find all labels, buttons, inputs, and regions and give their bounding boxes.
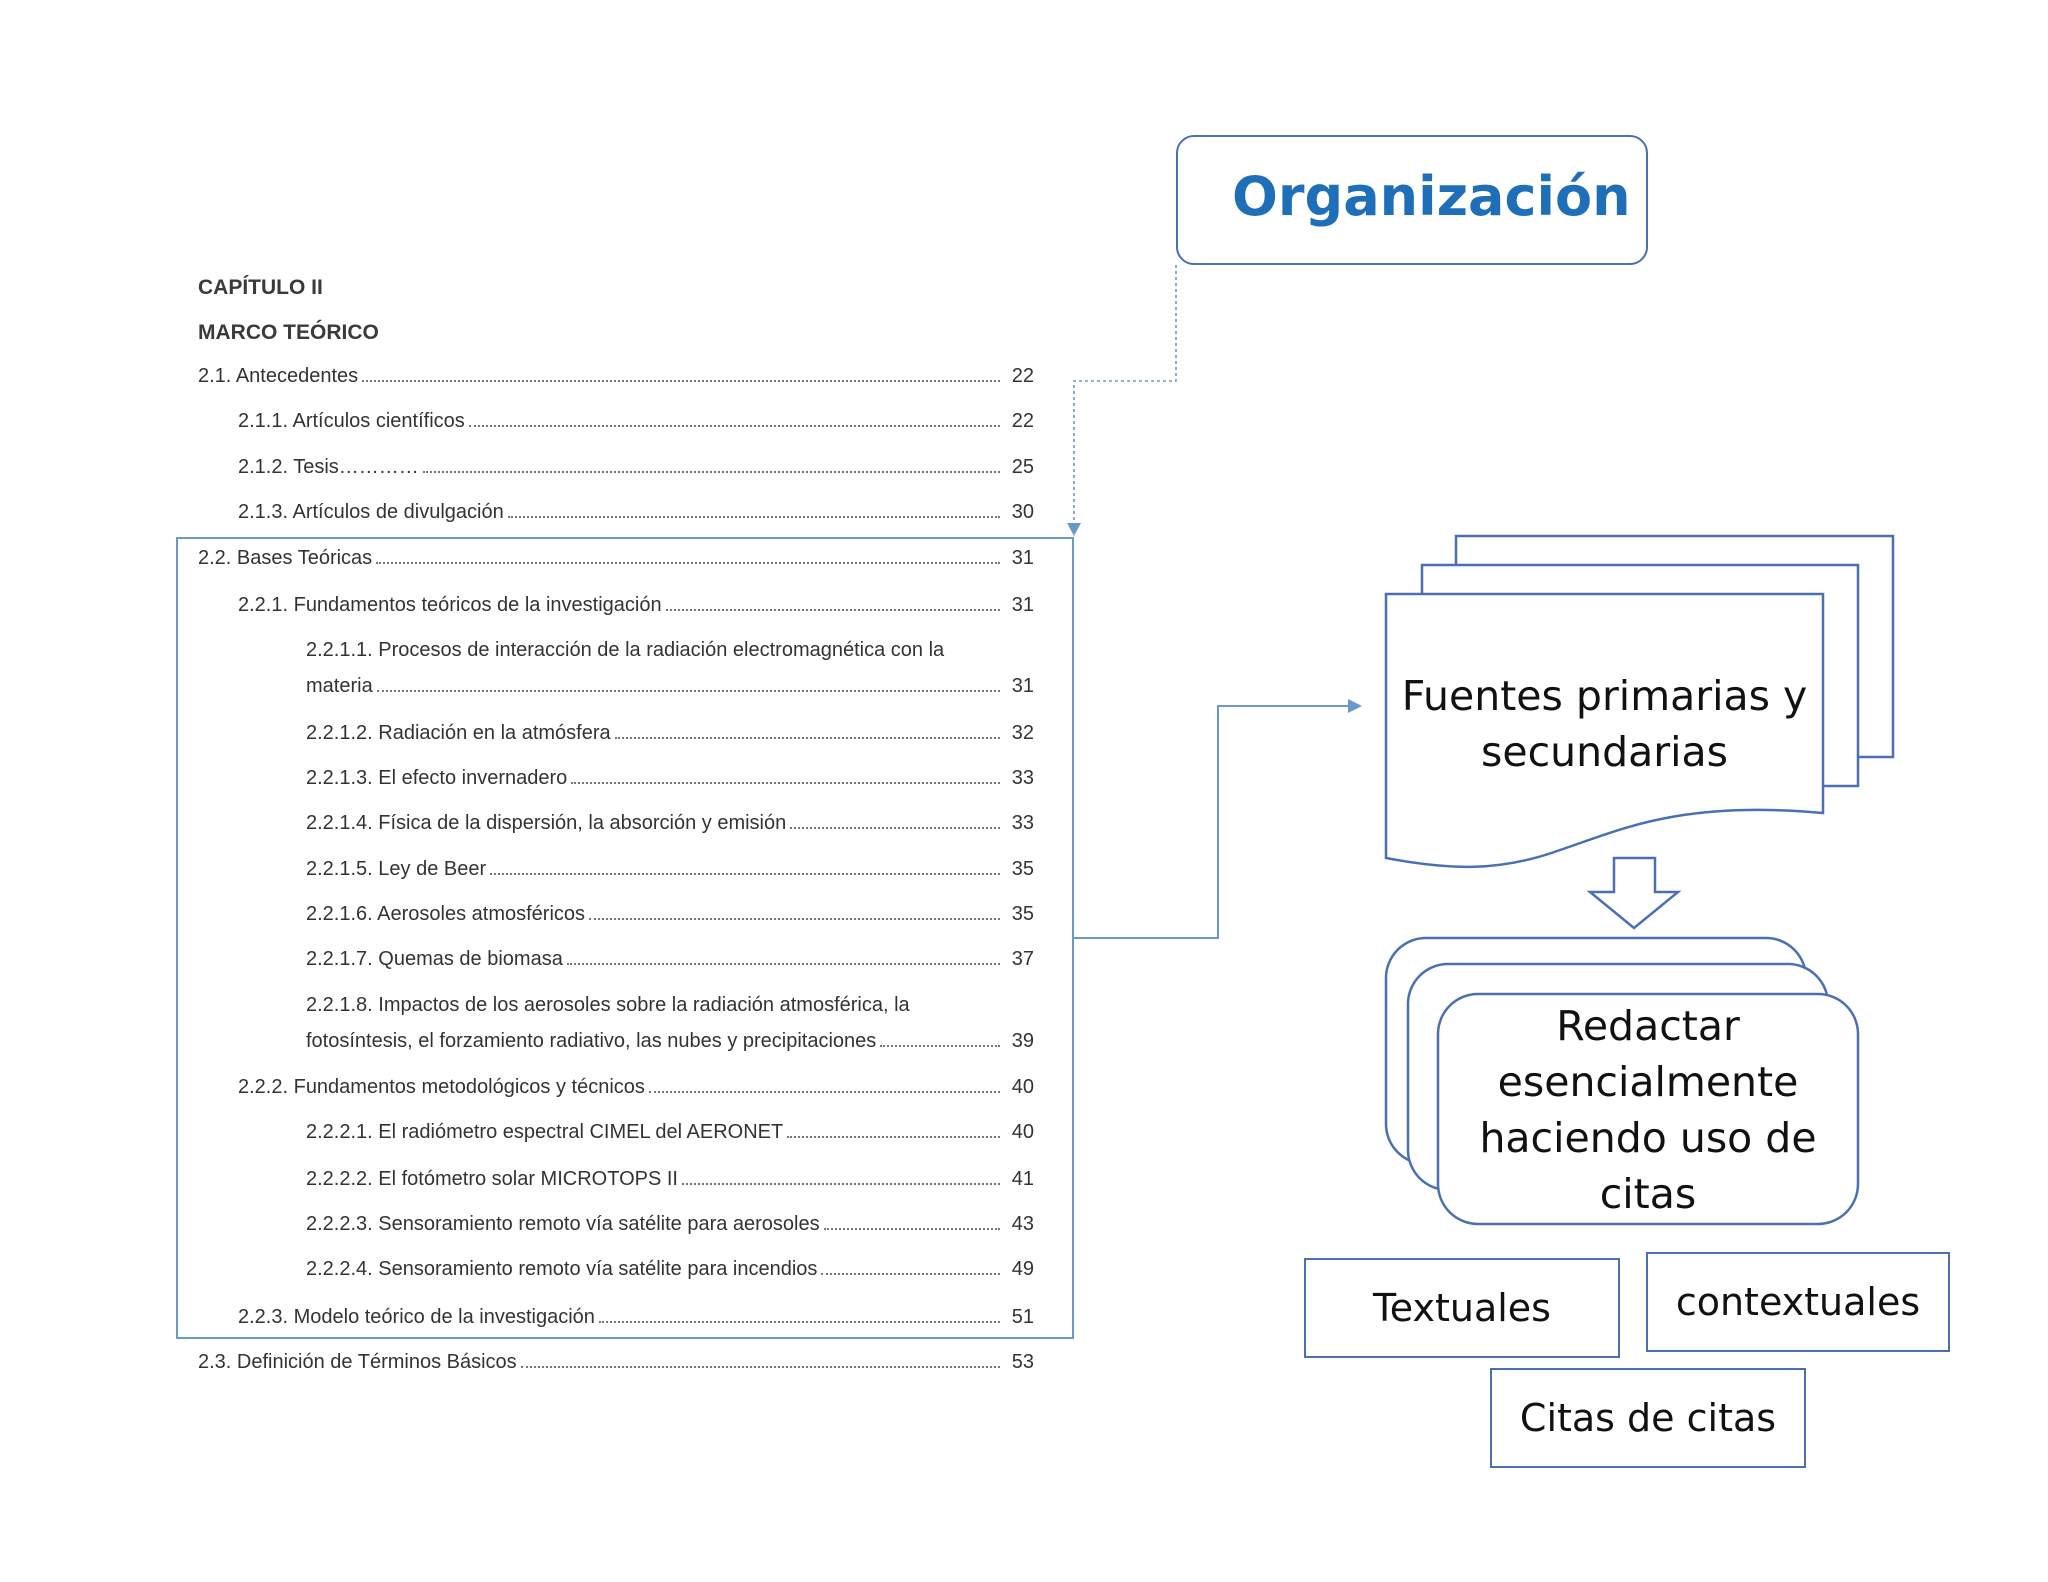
toc-entry: 2.2.1. Fundamentos teóricos de la invest…: [238, 594, 1034, 616]
stacked-rounded-boxes: [1384, 936, 1860, 1226]
toc-entry: 2.2.2.1. El radiómetro espectral CIMEL d…: [306, 1121, 1034, 1143]
toc-entry: 2.2.2. Fundamentos metodológicos y técni…: [238, 1076, 1034, 1098]
citas-de-citas-box: Citas de citas: [1490, 1368, 1806, 1468]
toc-entry: 2.1.2. Tesis…………25: [238, 456, 1034, 478]
toc-entry: 2.2.1.4. Física de la dispersión, la abs…: [306, 812, 1034, 834]
textuales-label: Textuales: [1373, 1286, 1551, 1330]
toc-entry: 2.2.2.4. Sensoramiento remoto vía satéli…: [306, 1258, 1034, 1280]
sources-line2: secundarias: [1481, 728, 1728, 776]
write-line4: citas: [1599, 1170, 1697, 1218]
toc-entry-line1: 2.2.1.8. Impactos de los aerosoles sobre…: [306, 994, 910, 1016]
elbow-connector: [1074, 699, 1362, 939]
citas-de-citas-label: Citas de citas: [1519, 1396, 1777, 1440]
toc-chapter-heading: CAPÍTULO II: [198, 276, 323, 299]
organization-box: [1176, 135, 1648, 265]
write-line1: Redactar: [1556, 1002, 1740, 1050]
textuales-box: Textuales: [1304, 1258, 1620, 1358]
toc-entry: 2.2.3. Modelo teórico de la investigació…: [238, 1306, 1034, 1328]
multi-document-shape: [1384, 534, 1895, 869]
toc-entry: 2.2.2.2. El fotómetro solar MICROTOPS II…: [306, 1168, 1034, 1190]
contextuales-label: contextuales: [1675, 1280, 1921, 1324]
toc-section-title: MARCO TEÓRICO: [198, 321, 379, 344]
write-label: Redactar esencialmente haciendo uso de c…: [1438, 998, 1858, 1222]
toc-entry-line1: 2.2.1.1. Procesos de interacción de la r…: [306, 639, 945, 661]
write-line3: haciendo uso de: [1479, 1114, 1817, 1162]
organization-title: Organización: [1232, 165, 1631, 228]
write-line2: esencialmente: [1497, 1058, 1799, 1106]
section-highlight-frame: [176, 537, 1074, 1339]
dotted-connector: [1067, 265, 1177, 536]
toc-entry: fotosíntesis, el forzamiento radiativo, …: [306, 1030, 1034, 1052]
sources-label: Fuentes primarias y secundarias: [1386, 668, 1823, 780]
down-arrow-icon: [1586, 856, 1682, 930]
contextuales-box: contextuales: [1646, 1252, 1950, 1352]
toc-entry: 2.2.2.3. Sensoramiento remoto vía satéli…: [306, 1213, 1034, 1235]
sources-line1: Fuentes primarias y: [1401, 672, 1808, 720]
